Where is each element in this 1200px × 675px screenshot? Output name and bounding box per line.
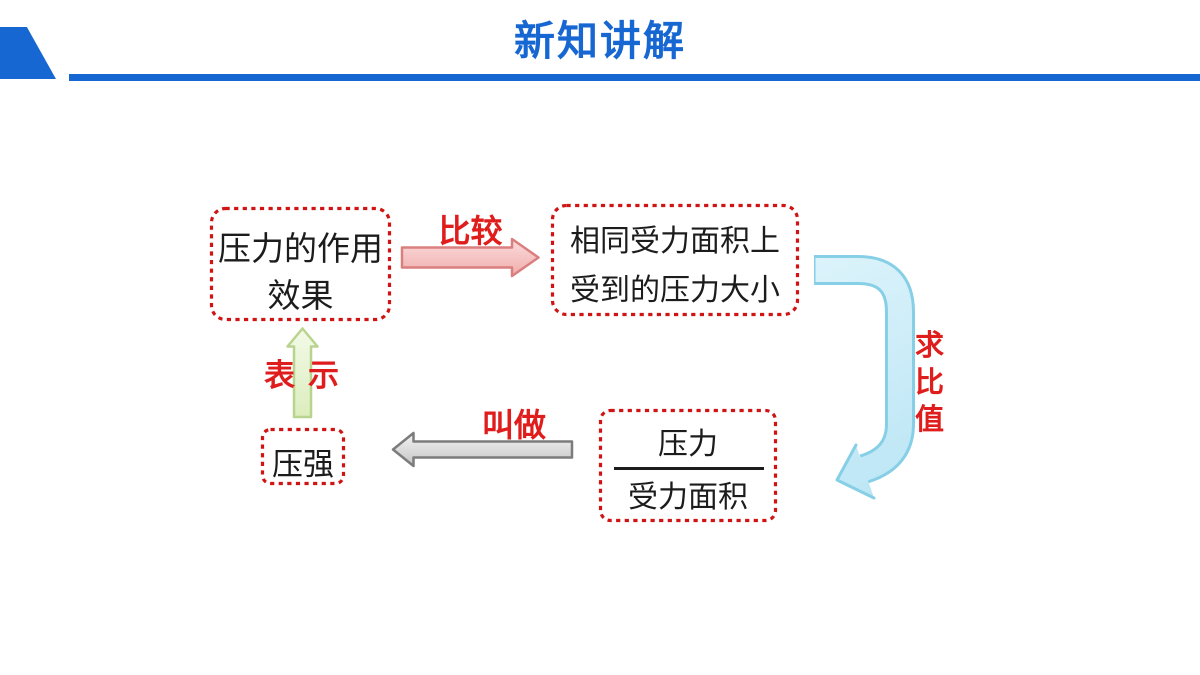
page-title: 新知讲解 (514, 17, 686, 65)
ratio-arrow-label: 求比值 (914, 328, 944, 436)
same-area-box: 相同受力面积上 受到的压力大小 (552, 205, 798, 315)
fraction-box: 压力 受力面积 (600, 410, 776, 521)
same-area-box-line1: 相同受力面积上 (570, 224, 780, 259)
effect-box-line2: 效果 (267, 276, 334, 315)
ratio-arrow-icon (814, 255, 915, 500)
pressure-box-border (260, 427, 346, 486)
fraction-denominator: 受力面积 (628, 480, 748, 515)
same-area-box-line2: 受到的压力大小 (570, 273, 780, 308)
fraction-bar (614, 467, 764, 470)
called-arrow-icon (391, 431, 574, 468)
fraction-numerator: 压力 (658, 427, 718, 462)
represent-arrow-icon (286, 327, 319, 419)
compare-arrow-icon (400, 237, 540, 278)
fraction-box-border (598, 408, 778, 523)
effect-box: 压力的作用 效果 (211, 208, 390, 320)
represent-arrow-label: 表示 (264, 358, 352, 394)
called-arrow-label: 叫做 (481, 406, 546, 444)
compare-arrow-label: 比较 (438, 212, 503, 250)
header-underline (69, 74, 1200, 81)
effect-box-line1: 压力的作用 (218, 229, 383, 268)
same-area-box-border (550, 203, 800, 317)
pressure-box: 压强 (272, 447, 334, 483)
